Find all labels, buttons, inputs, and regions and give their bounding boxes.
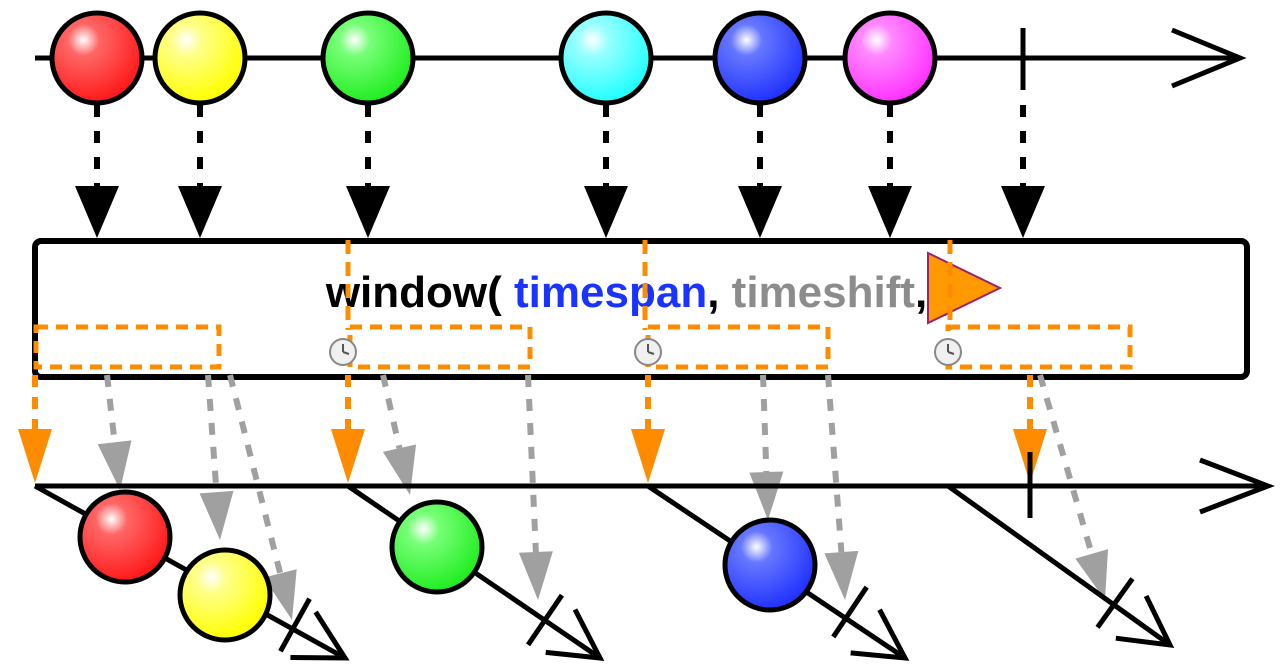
separator-2: ,	[915, 268, 927, 317]
source-projection-arrow	[738, 105, 782, 238]
window-span-box	[33, 324, 222, 370]
window-open-arrow	[18, 375, 52, 483]
source-projection-arrow	[868, 105, 912, 238]
output-windows	[33, 483, 1175, 661]
window-completion-mark	[278, 597, 312, 653]
window-arrowhead	[290, 610, 350, 661]
output-marble-green	[389, 499, 485, 595]
window-open-arrow	[331, 375, 365, 483]
timespan-param: timespan	[514, 268, 707, 317]
source-marble-yellow	[152, 10, 248, 106]
completion-projection-arrow	[1001, 105, 1045, 238]
operator-name: window(	[325, 268, 502, 317]
source-marble-magenta	[842, 10, 938, 106]
output-marble-blue	[722, 517, 818, 613]
source-projection-arrow	[346, 105, 390, 238]
separator-1: ,	[707, 268, 719, 317]
window-line	[946, 483, 1172, 648]
window-guides	[18, 240, 1133, 620]
projection-arrow	[749, 374, 784, 520]
window-arrowhead	[1115, 594, 1175, 649]
window-open-arrow	[631, 375, 665, 483]
projection-arrow	[97, 374, 132, 490]
clock-icon	[934, 338, 962, 366]
window-arrowhead	[850, 608, 910, 661]
output-window-1	[33, 483, 350, 661]
output-window-3	[646, 483, 910, 661]
source-marble-red	[49, 10, 145, 106]
source-projection-arrow	[584, 105, 628, 238]
projection-arrow	[518, 374, 553, 600]
scheduler-triangle-icon	[927, 251, 1003, 325]
window-arrowhead	[545, 608, 605, 661]
clock-icon	[329, 338, 357, 366]
projection-arrow	[824, 374, 859, 600]
projection-arrow	[1037, 374, 1109, 600]
source-axis-arrowhead	[1171, 27, 1247, 89]
projection-arrow	[227, 374, 297, 620]
output-window-2	[346, 483, 605, 661]
source-marble-blue	[712, 10, 808, 106]
output-marble-red	[77, 489, 173, 585]
window-completion-mark	[526, 593, 564, 647]
projection-arrow	[380, 374, 417, 495]
operator-label: window( timespan, timeshift, )	[325, 268, 954, 317]
source-marble-green	[320, 10, 416, 106]
projection-arrow	[199, 374, 234, 540]
window-completion-mark	[1095, 577, 1135, 629]
clock-icon	[634, 338, 662, 366]
source-marble-cyan	[558, 10, 654, 106]
source-projection-arrow	[75, 105, 119, 238]
timeshift-param: timeshift	[732, 268, 916, 317]
source-marbles	[49, 10, 938, 106]
output-axis-arrowhead	[1199, 457, 1276, 515]
source-projections	[75, 105, 1045, 238]
source-projection-arrow	[178, 105, 222, 238]
output-window-4	[946, 483, 1175, 649]
output-marble-yellow	[177, 547, 273, 643]
window-completion-mark	[831, 585, 869, 639]
